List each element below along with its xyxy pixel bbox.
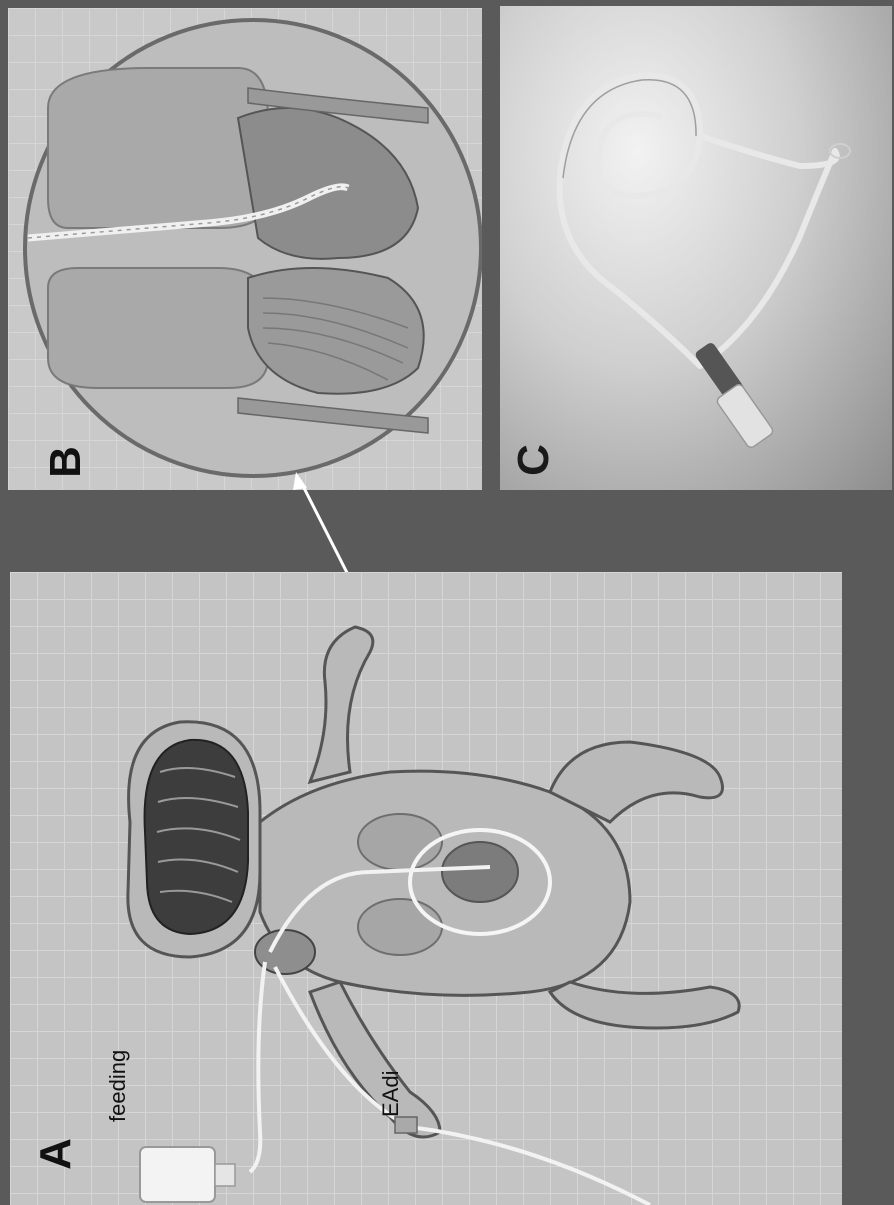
- panel-c-catheter-photo: C: [500, 6, 892, 490]
- catheter-coil-shadow: [563, 80, 696, 178]
- feeding-syringe-body: [140, 1147, 215, 1202]
- lower-lung-shape: [48, 268, 268, 388]
- infant-arm-upper: [310, 627, 373, 782]
- panel-b-letter: B: [44, 446, 88, 478]
- eadi-label: EAdi: [378, 1071, 404, 1117]
- infant-lung-lower: [358, 899, 442, 955]
- infant-leg-lower: [550, 982, 739, 1028]
- panel-a-infant-overview: A feeding EAdi: [10, 572, 842, 1205]
- feeding-tube-external: [250, 962, 265, 1172]
- panel-a-illustration: [10, 572, 842, 1205]
- panel-c-illustration: [500, 6, 892, 490]
- catheter-coil: [560, 76, 837, 366]
- upper-lung-shape: [48, 68, 268, 228]
- infant-arm-lower: [310, 982, 440, 1137]
- panel-b-magnified-view: B: [8, 8, 482, 490]
- panel-a-letter: A: [34, 1138, 78, 1170]
- panel-b-illustration: [8, 8, 482, 490]
- eadi-connector: [395, 1117, 417, 1133]
- feeding-syringe-tip: [215, 1164, 235, 1186]
- feeding-label: feeding: [105, 1050, 131, 1122]
- panel-c-letter: C: [512, 444, 556, 476]
- infant-stomach: [442, 842, 518, 902]
- infant-lung-upper: [358, 814, 442, 870]
